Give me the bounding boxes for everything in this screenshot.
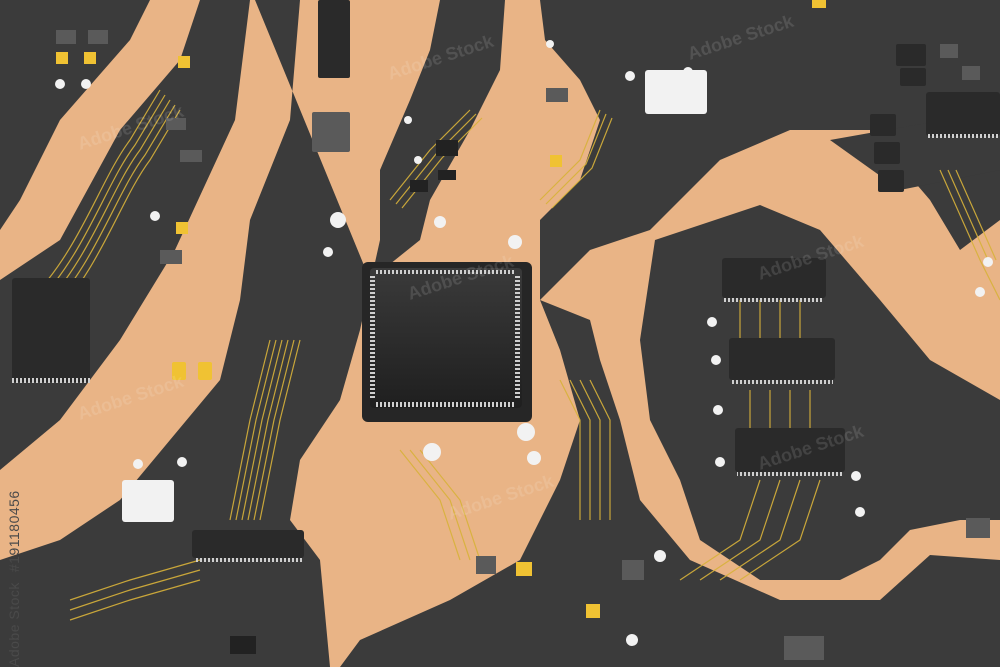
yellow-components xyxy=(56,0,826,618)
small-components xyxy=(56,30,990,660)
stock-watermark: Adobe Stock #191180456 xyxy=(6,490,22,667)
other-ics xyxy=(12,0,1000,562)
memory-chips xyxy=(722,258,845,476)
capacitors xyxy=(55,40,993,646)
stock-id-text: #191180456 xyxy=(6,490,22,573)
stock-brand-text: Adobe Stock xyxy=(6,582,22,667)
central-processor-chip xyxy=(362,262,532,422)
white-pads xyxy=(122,70,707,522)
